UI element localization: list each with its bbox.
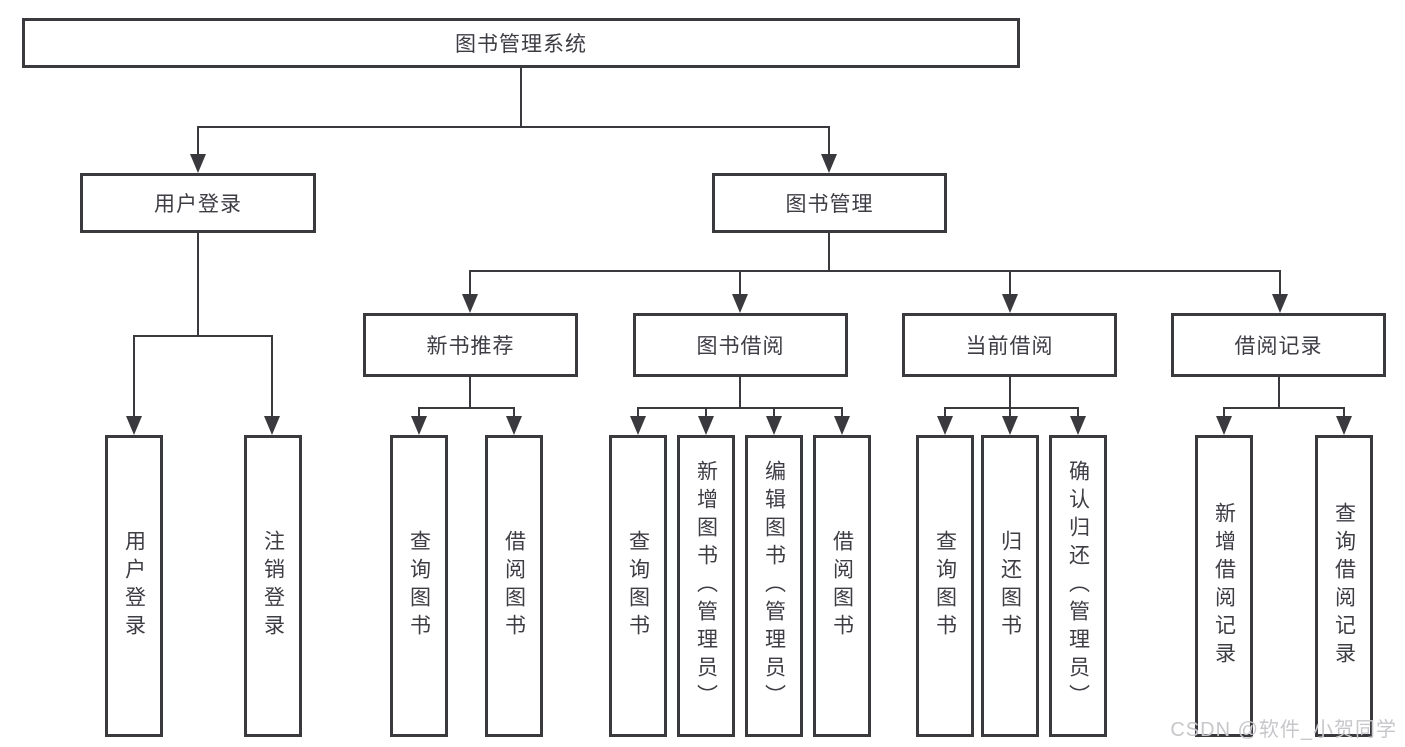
arrow-down-icon xyxy=(1002,416,1018,435)
leaf-query-books-current: 查询图书 xyxy=(916,435,974,737)
arrow-down-icon xyxy=(1216,416,1232,435)
node-root-label: 图书管理系统 xyxy=(455,33,587,56)
connector-drop-leaf xyxy=(773,407,775,417)
connector-drop-leaf xyxy=(513,407,515,417)
arrow-down-icon xyxy=(766,416,782,435)
arrow-down-icon xyxy=(264,416,280,435)
connector-drop-leaf xyxy=(418,407,420,417)
leaf-return-books: 归还图书 xyxy=(981,435,1039,737)
arrow-down-icon xyxy=(126,416,142,435)
node-user-login: 用户登录 xyxy=(80,173,316,233)
leaf-logout: 注销登录 xyxy=(244,435,302,737)
arrow-down-icon xyxy=(1272,294,1288,313)
node-book-management-label: 图书管理 xyxy=(785,193,874,216)
connector-book-management-trunk xyxy=(828,233,830,270)
leaf-borrow-books-recommend: 借阅图书 xyxy=(485,435,543,737)
connector-drop-module xyxy=(1279,270,1281,295)
leaf-query-books-recommend: 查询图书 xyxy=(390,435,448,737)
leaf-label: 借阅图书 xyxy=(830,530,854,642)
leaf-borrow-books: 借阅图书 xyxy=(813,435,871,737)
leaf-label: 新增图书（管理员） xyxy=(694,460,718,712)
node-current-borrow: 当前借阅 xyxy=(902,313,1117,377)
node-root: 图书管理系统 xyxy=(22,18,1020,68)
leaf-label: 查询图书 xyxy=(933,530,957,642)
arrow-down-icon xyxy=(834,416,850,435)
arrow-down-icon xyxy=(1070,416,1086,435)
connector-drop-leaf xyxy=(705,407,707,417)
leaf-edit-books-admin: 编辑图书（管理员） xyxy=(745,435,803,737)
arrow-down-icon xyxy=(190,154,206,173)
leaf-label: 查询图书 xyxy=(626,530,650,642)
connector-module-trunk xyxy=(739,377,741,407)
node-current-borrow-label: 当前借阅 xyxy=(965,335,1054,358)
leaf-confirm-return-admin: 确认归还（管理员） xyxy=(1049,435,1107,737)
arrow-down-icon xyxy=(506,416,522,435)
leaf-label: 归还图书 xyxy=(998,530,1022,642)
leaf-add-books-admin: 新增图书（管理员） xyxy=(677,435,735,737)
node-new-book-recommend-label: 新书推荐 xyxy=(426,335,515,358)
arrow-down-icon xyxy=(1002,294,1018,313)
connector-drop-leaf xyxy=(1077,407,1079,417)
connector-user-login-trunk xyxy=(197,233,199,335)
connector-drop-leaf xyxy=(944,407,946,417)
connector-group-branch xyxy=(944,407,1079,409)
arrow-down-icon xyxy=(411,416,427,435)
node-new-book-recommend: 新书推荐 xyxy=(363,313,578,377)
connector-drop-module xyxy=(739,270,741,295)
node-user-login-label: 用户登录 xyxy=(154,193,242,216)
connector-drop-leaf xyxy=(637,407,639,417)
connector-group-branch xyxy=(418,407,515,409)
leaf-label: 用户登录 xyxy=(122,530,146,642)
node-book-borrow: 图书借阅 xyxy=(633,313,848,377)
connector-root-branch xyxy=(197,126,830,128)
connector-drop-leaf xyxy=(841,407,843,417)
connector-book-management-branch xyxy=(469,270,1281,272)
connector-module-trunk xyxy=(1009,377,1011,407)
node-borrow-records: 借阅记录 xyxy=(1171,313,1386,377)
leaf-label: 确认归还（管理员） xyxy=(1066,460,1090,712)
connector-module-trunk xyxy=(469,377,471,407)
connector-group-branch xyxy=(1223,407,1345,409)
leaf-user-login: 用户登录 xyxy=(105,435,163,737)
arrow-down-icon xyxy=(1336,416,1352,435)
connector-drop-module xyxy=(1009,270,1011,295)
leaf-label: 新增借阅记录 xyxy=(1212,502,1236,670)
arrow-down-icon xyxy=(821,154,837,173)
connector-user-login-branch xyxy=(133,335,273,337)
node-book-management: 图书管理 xyxy=(712,173,947,233)
connector-drop-leaf xyxy=(1343,407,1345,417)
connector-drop-leaf xyxy=(1223,407,1225,417)
leaf-query-books-borrow: 查询图书 xyxy=(609,435,667,737)
leaf-label: 查询借阅记录 xyxy=(1332,502,1356,670)
connector-drop-leaf xyxy=(133,335,135,417)
leaf-label: 查询图书 xyxy=(407,530,431,642)
arrow-down-icon xyxy=(462,294,478,313)
node-book-borrow-label: 图书借阅 xyxy=(696,335,785,358)
connector-module-trunk xyxy=(1278,377,1280,407)
csdn-watermark: CSDN @软件_小贺同学 xyxy=(1170,719,1397,741)
connector-drop-user-login xyxy=(197,126,199,155)
arrow-down-icon xyxy=(937,416,953,435)
connector-group-branch xyxy=(637,407,843,409)
connector-root-trunk xyxy=(520,68,522,126)
leaf-label: 借阅图书 xyxy=(502,530,526,642)
leaf-add-borrow-record: 新增借阅记录 xyxy=(1195,435,1253,737)
connector-drop-module xyxy=(469,270,471,295)
arrow-down-icon xyxy=(698,416,714,435)
leaf-label: 编辑图书（管理员） xyxy=(762,460,786,712)
connector-drop-leaf xyxy=(1009,407,1011,417)
connector-drop-book-management xyxy=(828,126,830,155)
arrow-down-icon xyxy=(630,416,646,435)
node-borrow-records-label: 借阅记录 xyxy=(1234,335,1323,358)
leaf-label: 注销登录 xyxy=(261,530,285,642)
arrow-down-icon xyxy=(732,294,748,313)
connector-drop-leaf xyxy=(271,335,273,417)
leaf-query-borrow-record: 查询借阅记录 xyxy=(1315,435,1373,737)
